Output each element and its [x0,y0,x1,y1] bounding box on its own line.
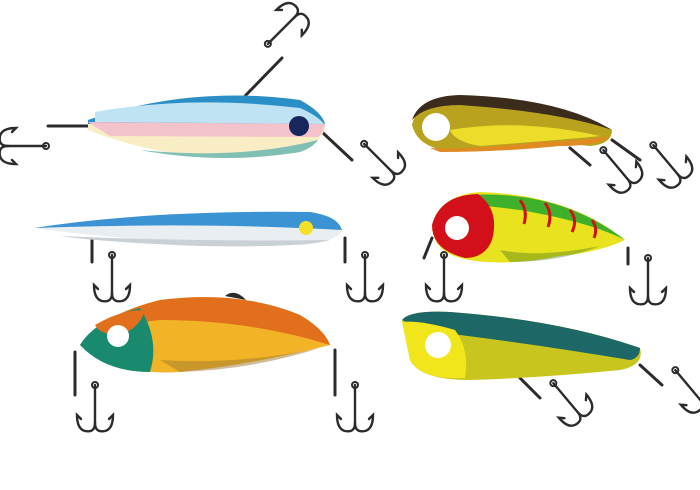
treble-hook-icon [92,250,132,303]
treble-hook-icon [424,250,464,303]
lure-eye [289,116,309,136]
lure-eye [299,221,313,235]
green-popper-lure [402,311,700,432]
firetiger-crankbait-lure [422,192,668,306]
striped-minnow-lure [0,0,411,191]
lure-eye [445,216,469,240]
yellow-crankbait-lure [412,95,699,199]
treble-hook-icon [636,130,699,194]
treble-hook-icon [348,127,411,191]
lure-eye [425,332,451,358]
lure-eye [107,325,129,347]
dorsal-fin [225,292,246,300]
treble-hook-icon [0,126,51,166]
treble-hook-icon [345,250,385,303]
treble-hook-icon [75,380,115,433]
slim-blue-jerkbait-lure [34,211,385,303]
treble-hook-icon [536,368,599,432]
lure-eye [422,113,450,141]
treble-hook-icon [335,380,375,433]
treble-hook-icon [658,355,700,419]
treble-hook-icon [628,253,668,306]
tiger-stripes [518,199,598,239]
treble-hook-icon [251,0,315,60]
orange-lipless-lure [73,292,375,433]
